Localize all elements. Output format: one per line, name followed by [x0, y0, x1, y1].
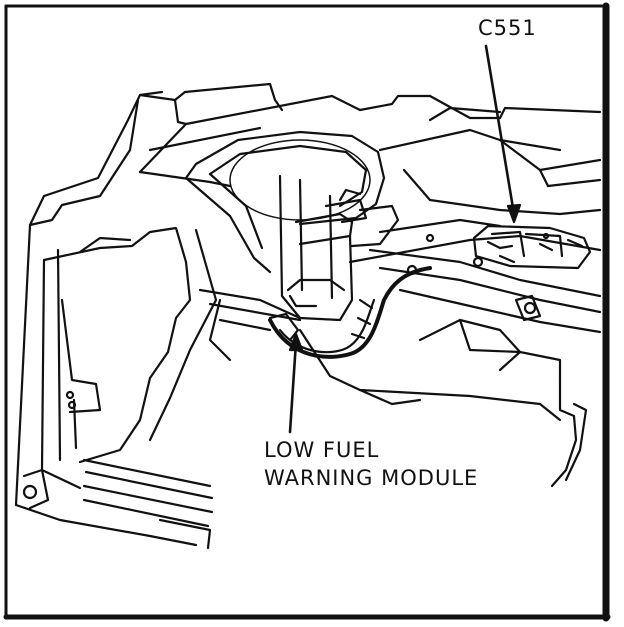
figure-frame: [3, 2, 611, 622]
tank-opening: [184, 130, 386, 274]
floor-pan: [138, 82, 602, 216]
leader-lines: [288, 44, 522, 434]
low-fuel-warning-module-label: LOW FUEL WARNING MODULE: [264, 436, 478, 492]
module-label-line-1: LOW FUEL: [264, 438, 380, 462]
left-body-panel: [14, 90, 218, 547]
fuel-sender-assembly: [278, 174, 400, 322]
lower-rail: [82, 458, 214, 550]
leader-line-c551: [484, 44, 516, 216]
leader-arrow-module: [288, 332, 304, 352]
module-label-line-2: WARNING MODULE: [264, 466, 479, 490]
connector-c551-body: [472, 224, 592, 270]
frame-rail: [198, 218, 602, 334]
connector-c551-label: C551: [478, 14, 537, 42]
connector-label-text: C551: [478, 16, 537, 40]
crossmember: [208, 298, 588, 488]
leader-arrow-c551: [506, 203, 522, 224]
leader-line-module: [288, 340, 298, 434]
